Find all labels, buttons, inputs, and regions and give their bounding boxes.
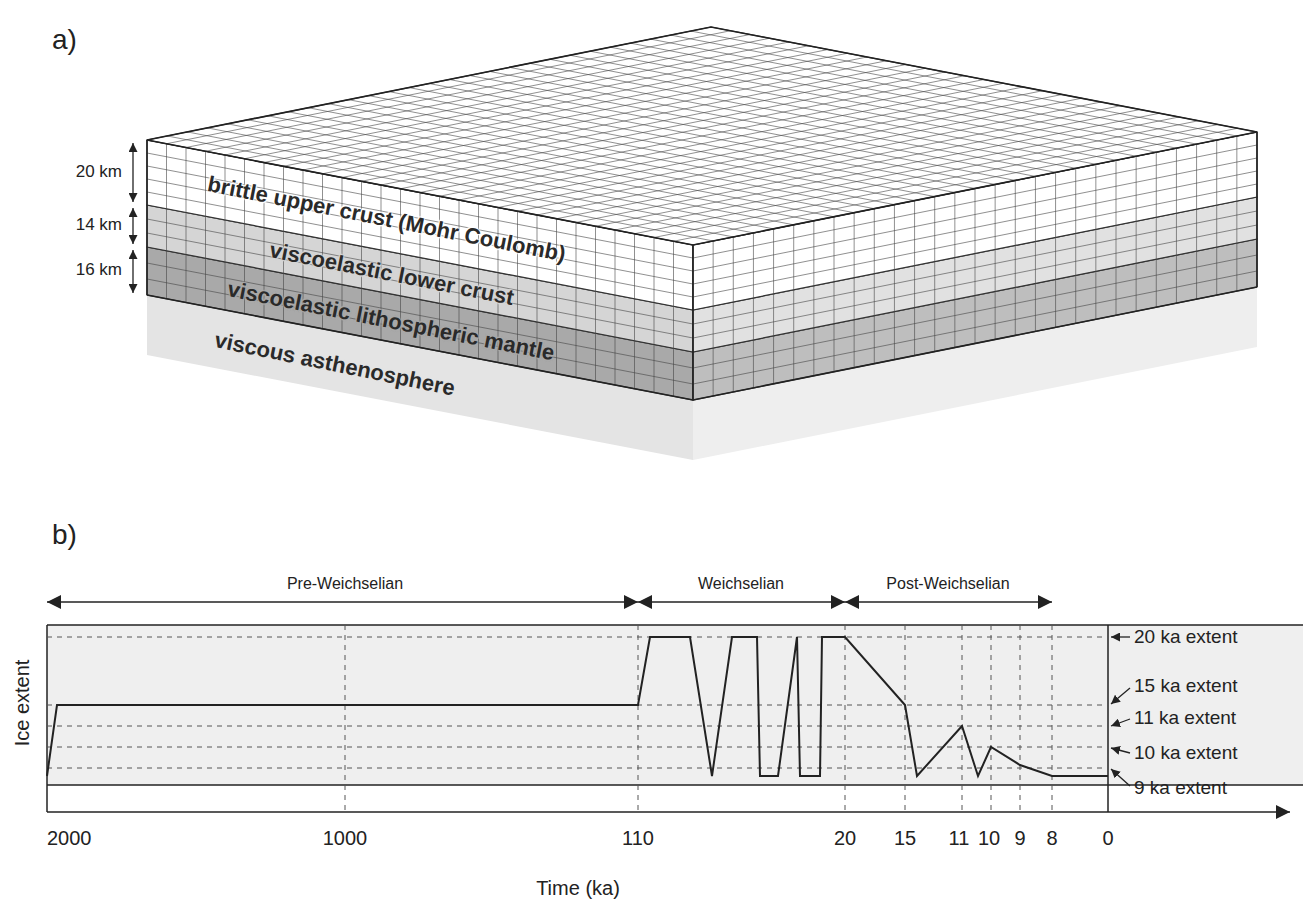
extent-label: 10 ka extent: [1134, 743, 1238, 764]
period-label: Weichselian: [698, 575, 784, 593]
tick-label: 110: [622, 827, 654, 849]
tick-label: 1000: [323, 827, 368, 849]
model-block: [147, 27, 1257, 460]
tick-label: 15: [894, 827, 916, 849]
period-label: Post-Weichselian: [886, 575, 1009, 593]
tick-label: 10: [978, 827, 1000, 849]
extent-label: 11 ka extent: [1134, 708, 1236, 729]
thickness-arrows: [132, 143, 133, 293]
tick-label: 9: [1014, 827, 1025, 849]
tick-label: 0: [1102, 827, 1113, 849]
extent-label: 15 ka extent: [1134, 676, 1238, 697]
block-edges: [147, 27, 1257, 400]
axis-title: Time (ka): [536, 877, 620, 899]
ice-chart: [47, 602, 1303, 812]
panel-letter: b): [52, 520, 77, 551]
panel-letter: a): [52, 25, 77, 56]
extent-label: 9 ka extent: [1134, 778, 1227, 799]
period-label: Pre-Weichselian: [287, 575, 403, 593]
mesh-grid: [147, 31, 1257, 397]
axis-title: Ice extent: [11, 660, 33, 747]
tick-label: 2000: [47, 827, 92, 849]
thickness-label: 14 km: [76, 216, 122, 235]
thickness-label: 16 km: [76, 261, 122, 280]
extent-label: 20 ka extent: [1134, 627, 1238, 648]
tick-label: 8: [1046, 827, 1057, 849]
tick-label: 11: [949, 827, 970, 849]
thickness-label: 20 km: [76, 163, 122, 182]
tick-label: 20: [834, 827, 856, 849]
